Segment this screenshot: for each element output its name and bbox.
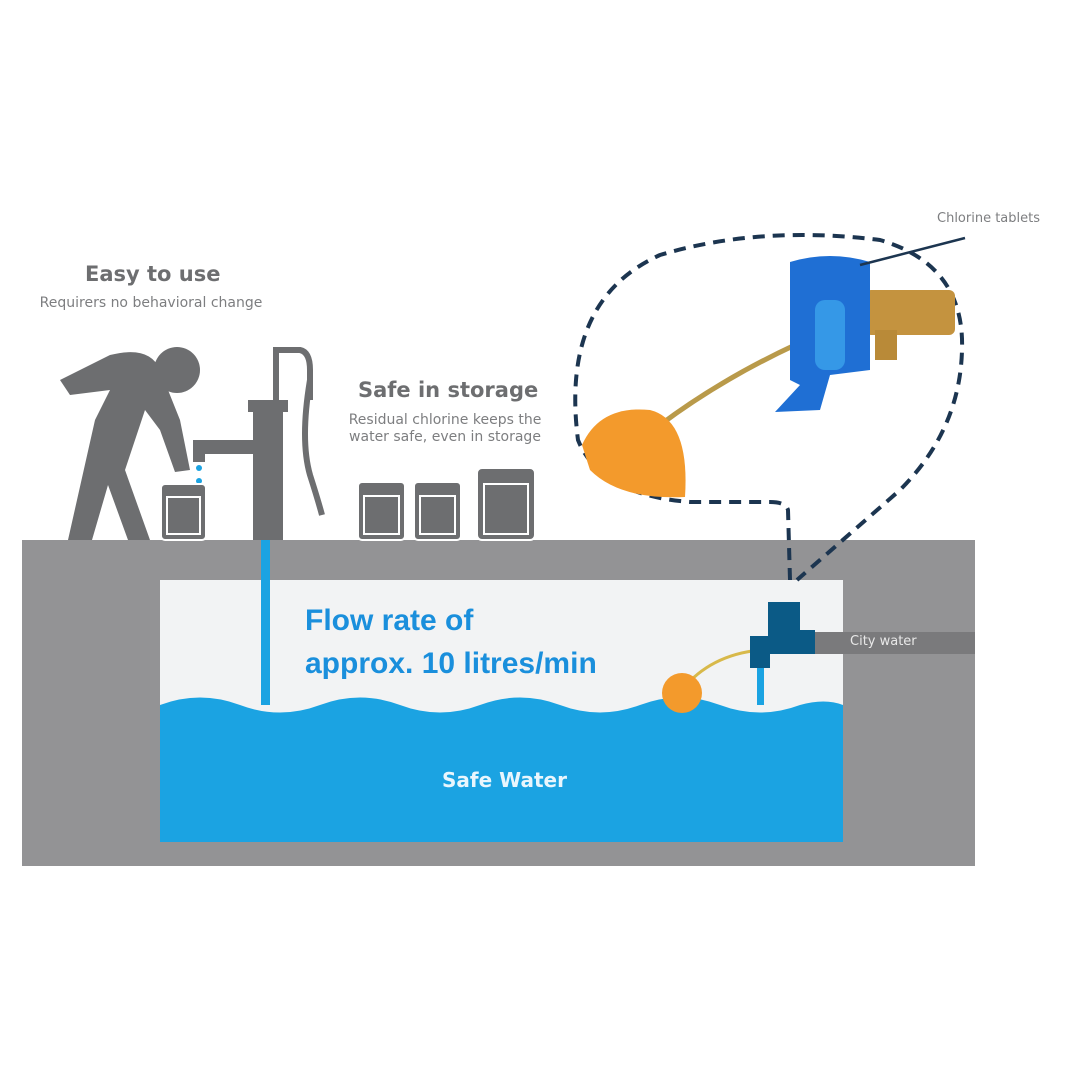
jerrycan-icon [160, 467, 536, 541]
callout-outline [573, 233, 965, 582]
chlorine-leader-line [859, 236, 966, 267]
tablets [815, 300, 845, 370]
float-dome [582, 409, 686, 498]
easy-title: Easy to use [85, 262, 221, 286]
hand-pump-icon [193, 347, 325, 540]
city-water-label: City water [850, 634, 917, 649]
storage-subtitle-1: Residual chlorine keeps the [348, 412, 542, 428]
jerrycan-window [166, 483, 529, 535]
chlorine-tablets-label: Chlorine tablets [937, 211, 1041, 226]
float-ball [662, 673, 702, 713]
float-arm [658, 342, 797, 428]
valve-outlet [757, 660, 764, 705]
city-water-pipe [815, 632, 975, 654]
safe-water-label: Safe Water [442, 768, 567, 792]
flow-rate-line2: approx. 10 litres/min [305, 647, 597, 680]
brass-elbow [875, 330, 897, 360]
flow-rate-line1: Flow rate of [305, 604, 474, 637]
valve [750, 602, 815, 668]
person-icon [60, 347, 200, 540]
storage-title: Safe in storage [358, 378, 539, 402]
easy-subtitle: Requirers no behavioral change [39, 295, 263, 311]
storage-subtitle-2: water safe, even in storage [349, 429, 541, 445]
brass-fitting [865, 290, 955, 335]
pump-pipe [261, 540, 270, 705]
water-drops-icon [196, 465, 202, 484]
water [160, 697, 843, 842]
